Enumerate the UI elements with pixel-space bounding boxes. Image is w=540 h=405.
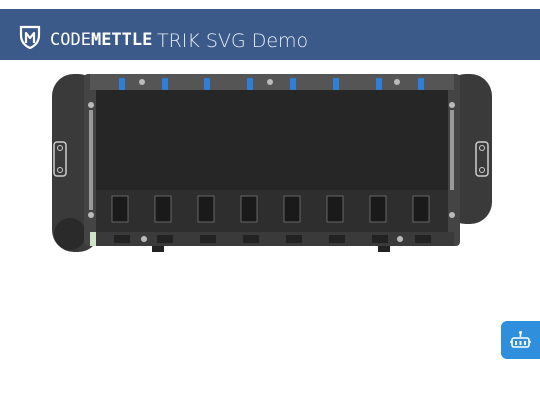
bottom-slot-1 (114, 235, 130, 243)
top-port-5 (290, 78, 296, 90)
bottom-connector-8 (412, 195, 430, 223)
right-side-bar (450, 110, 454, 190)
top-port-1 (119, 78, 125, 90)
bottom-slot-7 (372, 235, 388, 243)
bottom-connector-7 (369, 195, 387, 223)
top-port-3 (204, 78, 210, 90)
app-header: CODEMETTLE TRIK SVG Demo (0, 9, 540, 60)
bottom-rail (90, 232, 454, 246)
bottom-slot-3 (200, 235, 216, 243)
left-side-bar (89, 110, 93, 210)
bottom-slot-8 (415, 235, 431, 243)
right-connector-hole-bottom (479, 167, 485, 173)
bottom-connector-2 (154, 195, 172, 223)
body-screw-left-bottom (88, 212, 94, 218)
codemettle-logo-icon (19, 25, 41, 49)
left-label-strip (90, 232, 96, 246)
right-connector-hole-top (479, 145, 485, 151)
bottom-connectors (111, 195, 430, 223)
top-port-8 (418, 78, 424, 90)
top-ports (119, 78, 424, 90)
body-screw-right-bottom (449, 212, 455, 218)
bottom-slot-5 (286, 235, 302, 243)
bottom-connector-3 (197, 195, 215, 223)
bottom-slot-4 (243, 235, 259, 243)
bottom-slot-6 (329, 235, 345, 243)
bottom-screw-1 (141, 236, 147, 242)
left-connector (53, 141, 67, 177)
left-connector-hole-top (57, 145, 63, 151)
top-screw-1 (139, 79, 145, 85)
page-title: TRIK SVG Demo (157, 30, 309, 52)
top-port-2 (162, 78, 168, 90)
brand-name-part2: METTLE (90, 30, 153, 50)
body-screw-right-top (449, 102, 455, 108)
bottom-screw-2 (397, 236, 403, 242)
top-screws (88, 79, 455, 218)
bottom-connector-1 (111, 195, 129, 223)
bottom-slot-2 (157, 235, 173, 243)
robot-fab-button[interactable] (501, 321, 540, 359)
brand-name-part1: CODE (50, 30, 91, 50)
inner-panel-bottom (96, 190, 448, 232)
left-connector-hole-bottom (57, 167, 63, 173)
foot-right (378, 246, 390, 252)
top-port-6 (333, 78, 339, 90)
top-screw-3 (394, 79, 400, 85)
bottom-slots (114, 235, 431, 243)
brand-name: CODEMETTLE (50, 30, 152, 50)
trik-controller-illustration (52, 74, 492, 252)
top-screw-2 (267, 79, 273, 85)
bottom-connector-6 (326, 195, 344, 223)
body-screw-left-top (88, 102, 94, 108)
bottom-connector-4 (240, 195, 258, 223)
bottom-connector-5 (283, 195, 301, 223)
right-connector (475, 141, 489, 177)
robot-icon (510, 331, 531, 348)
inner-panel (96, 90, 448, 190)
top-port-7 (376, 78, 382, 90)
foot-left (152, 246, 164, 252)
top-port-4 (247, 78, 253, 90)
left-bumper (54, 218, 86, 250)
